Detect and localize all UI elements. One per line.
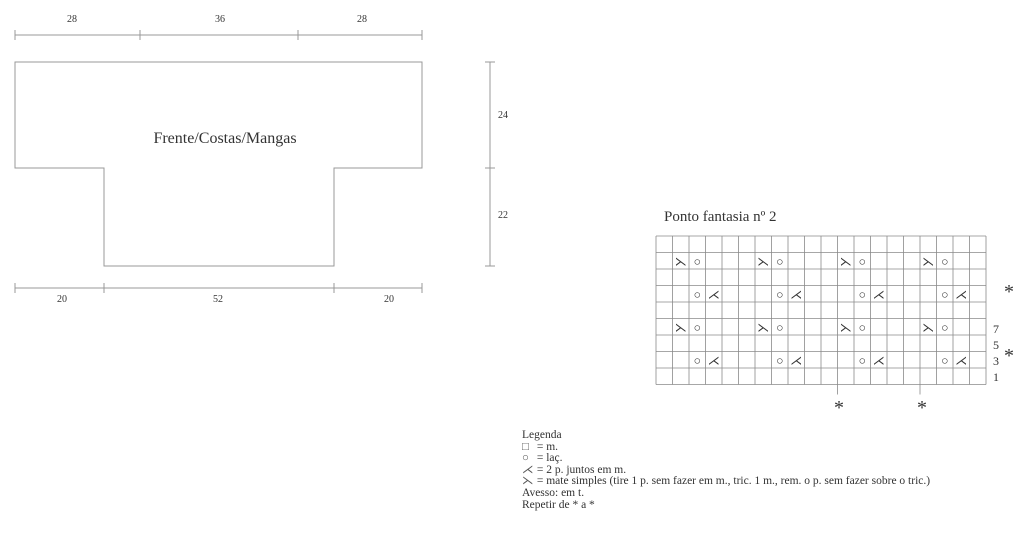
square-icon: □ <box>522 440 529 453</box>
k2tog-symbol: ⋌ <box>790 287 802 301</box>
row-number-1: 1 <box>993 370 999 384</box>
skp-symbol: ⋋ <box>840 254 852 268</box>
chart-title: Ponto fantasia nº 2 <box>664 209 777 225</box>
legend-text: = laç. <box>536 452 563 465</box>
yo-symbol: ○ <box>776 353 783 367</box>
repeat-mark-right-lower: * <box>1004 345 1014 367</box>
repeat-mark-bottom-right: * <box>917 397 927 419</box>
bottom-width-right: 20 <box>384 294 394 305</box>
repeat-mark-bottom-left: * <box>834 397 844 419</box>
k2tog-symbol: ⋌ <box>708 287 720 301</box>
bottom-width-center: 52 <box>213 294 223 305</box>
skp-symbol: ⋋ <box>840 320 852 334</box>
yo-symbol: ○ <box>694 254 701 268</box>
piece-label: Frente/Costas/Mangas <box>153 130 296 147</box>
legend-item-knit: □ = m. <box>522 440 930 454</box>
legend-text: = 2 p. juntos em m. <box>536 463 627 476</box>
yo-symbol: ○ <box>941 320 948 334</box>
legend-item-skp: ⋋ = mate simples (tire 1 p. sem fazer em… <box>522 476 930 488</box>
yo-symbol: ○ <box>859 320 866 334</box>
k2tog-symbol: ⋌ <box>873 353 885 367</box>
top-width-left: 28 <box>67 14 77 25</box>
height-lower: 22 <box>498 210 508 221</box>
skp-icon: ⋋ <box>522 475 534 488</box>
skp-symbol: ⋋ <box>922 320 934 334</box>
height-upper: 24 <box>498 110 508 121</box>
legend-item-yarn-over: ○ = laç. <box>522 452 930 465</box>
stitch-chart-symbols: ⋋ ○ ⋋ ○ ⋋ ○ ⋋ ○ ⋋ ○ ⋋ ○ ⋋ ○ ⋋ ○ ○ ⋌ ○ ⋌ ○ ⋌ ○ ⋌ ○ ⋌ ○ ⋌ ○ ⋌ ○ ⋌ <box>675 254 968 367</box>
k2tog-symbol: ⋌ <box>790 353 802 367</box>
top-width-right: 28 <box>357 14 367 25</box>
legend-title: Legenda <box>522 429 562 441</box>
yo-symbol: ○ <box>776 320 783 334</box>
yo-symbol: ○ <box>694 353 701 367</box>
yo-symbol: ○ <box>859 287 866 301</box>
legend-text: = mate simples (tire 1 p. sem fazer em m… <box>536 475 931 488</box>
legend: Legenda □ = m. ○ = laç. ⋌ = 2 p. juntos … <box>522 429 930 511</box>
k2tog-symbol: ⋌ <box>955 353 967 367</box>
yo-symbol: ○ <box>941 353 948 367</box>
k2tog-symbol: ⋌ <box>955 287 967 301</box>
yo-symbol: ○ <box>859 254 866 268</box>
top-dimension <box>14 30 423 40</box>
row-number-7: 7 <box>993 322 999 336</box>
skp-symbol: ⋋ <box>675 320 687 334</box>
stitch-chart-grid <box>655 235 987 395</box>
top-width-center: 36 <box>215 14 225 25</box>
repeat-mark-right-upper: * <box>1004 281 1014 303</box>
legend-note-repeat: Repetir de * a * <box>522 498 595 511</box>
yo-symbol: ○ <box>694 287 701 301</box>
skp-symbol: ⋋ <box>675 254 687 268</box>
height-dimension <box>485 61 495 267</box>
k2tog-icon: ⋌ <box>522 463 534 476</box>
skp-symbol: ⋋ <box>922 254 934 268</box>
yo-symbol: ○ <box>776 254 783 268</box>
skp-symbol: ⋋ <box>757 254 769 268</box>
skp-symbol: ⋋ <box>757 320 769 334</box>
legend-note-wrong-side: Avesso: em t. <box>522 486 585 499</box>
legend-text: = m. <box>536 440 559 453</box>
yo-symbol: ○ <box>941 254 948 268</box>
yo-symbol: ○ <box>776 287 783 301</box>
yo-symbol: ○ <box>859 353 866 367</box>
row-number-3: 3 <box>993 354 999 368</box>
bottom-width-left: 20 <box>57 294 67 305</box>
yo-symbol: ○ <box>694 320 701 334</box>
k2tog-symbol: ⋌ <box>873 287 885 301</box>
garment-outline <box>14 61 423 267</box>
row-number-5: 5 <box>993 338 999 352</box>
yo-symbol: ○ <box>941 287 948 301</box>
circle-icon: ○ <box>522 452 529 465</box>
legend-item-k2tog: ⋌ = 2 p. juntos em m. <box>522 463 930 477</box>
k2tog-symbol: ⋌ <box>708 353 720 367</box>
bottom-dimension <box>14 283 423 293</box>
